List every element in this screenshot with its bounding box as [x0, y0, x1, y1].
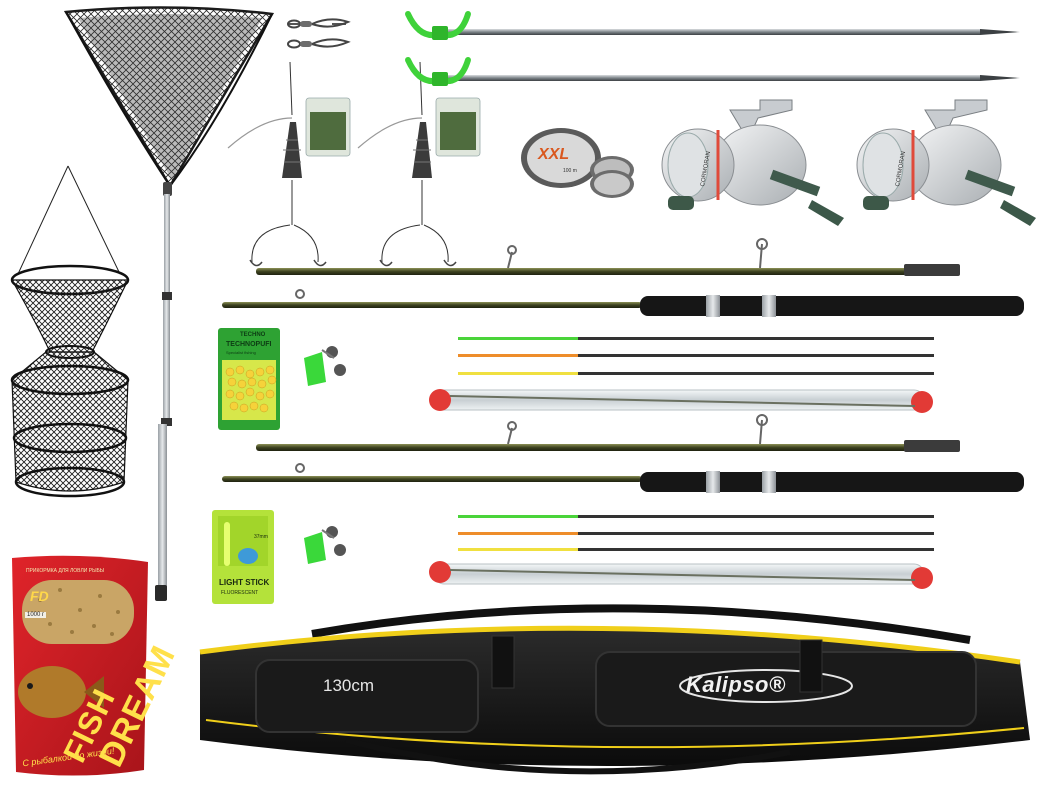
brand-logo-ellipse [679, 669, 853, 703]
rig-pack-1 [305, 97, 351, 157]
bite-bell-1 [304, 346, 346, 386]
bite-bell-2 [304, 526, 346, 564]
keep-net [10, 165, 130, 498]
groundbait-subtitle: ПРИКОРМКА ДЛЯ ЛОВЛИ РЫБЫ [26, 568, 105, 574]
swivels [287, 18, 351, 49]
bag-side-pocket [255, 659, 479, 733]
carp-image [18, 666, 86, 718]
rod-tube [429, 389, 933, 413]
rod-bag [199, 604, 1030, 775]
bag-brand-logo: Kalipso® [686, 672, 786, 697]
net-handle [164, 194, 170, 294]
bait-pack-brand: TECHNO [240, 332, 266, 338]
bag-strap [345, 737, 791, 775]
rod-rest-1 [405, 11, 1020, 40]
line-spool [521, 128, 634, 198]
spinning-reel-2 [856, 99, 1036, 226]
quiver-tips [458, 515, 934, 551]
rod-tube [429, 561, 933, 589]
feeder-rig-2 [357, 61, 457, 267]
light-stick-size: 37mm [254, 534, 268, 540]
rod-section-handle [222, 289, 1024, 317]
rod-rest-2 [405, 57, 1020, 86]
bait-pack-name: TECHNOPUFI [226, 341, 272, 348]
swivel-2 [287, 38, 351, 49]
rod-section-handle [222, 463, 1024, 493]
rig-pack-2 [435, 97, 481, 157]
line-spool-title: XXL [538, 146, 570, 163]
net-head-joint [163, 182, 172, 196]
bait-pack-technopufi [218, 328, 280, 430]
bag-front-pocket [595, 651, 977, 727]
landing-net [63, 6, 275, 601]
quiver-tips [458, 337, 934, 375]
light-stick-title: LIGHT STICK [219, 578, 270, 587]
feeder-rig-1 [227, 61, 327, 267]
groundbait-pack [12, 555, 148, 776]
swivel-1 [287, 18, 351, 29]
light-stick-subtitle: FLUORESCENT [221, 590, 259, 596]
rod-section-upper [256, 238, 960, 276]
line-spool-length: 100 m [563, 168, 577, 174]
groundbait-brand: FD [30, 588, 49, 604]
groundbait-weight: 1000 г [25, 612, 47, 618]
rod-set-2 [222, 414, 1024, 589]
rod-set-1 [222, 238, 1024, 413]
rod-section-upper [256, 414, 960, 452]
light-stick-pack [212, 510, 274, 604]
spinning-reel-1 [661, 99, 844, 226]
bait-pack-subtitle: Specialist fishing [226, 350, 256, 355]
bag-size-label: 130cm [323, 676, 375, 695]
